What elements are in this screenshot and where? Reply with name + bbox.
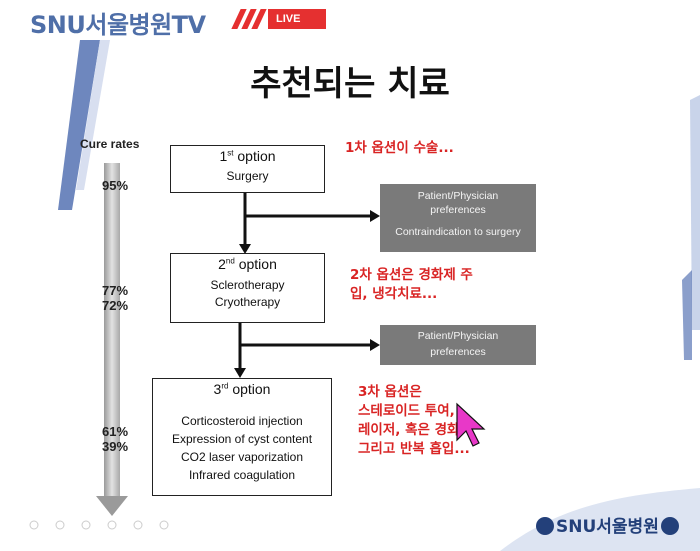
toolbar-icon[interactable] — [159, 520, 169, 530]
cure-rate-72: 72% — [102, 298, 129, 313]
cure-rate-61: 61% — [102, 424, 129, 439]
option3-line: Corticosteroid injection — [181, 414, 303, 428]
seal-icon — [660, 517, 679, 535]
side-box-preferences-contraindication: Patient/Physician preferences Contraindi… — [380, 184, 536, 252]
side1-line: Contraindication to surgery — [395, 226, 521, 238]
live-label: LIVE — [276, 13, 301, 25]
toolbar-icon[interactable] — [55, 520, 65, 530]
side2-line: Patient/Physician — [417, 330, 499, 342]
cure-rate-arrow-shaft — [104, 163, 120, 496]
slide-title: 추천되는 치료 — [250, 64, 450, 104]
cure-rate-77: 77% — [102, 283, 129, 298]
footer-wave-shape — [500, 488, 700, 551]
live-badge: LIVE — [268, 9, 356, 29]
arrowhead-right — [370, 210, 380, 222]
arrowhead-right — [370, 339, 380, 351]
option2-box: 2nd option Sclerotherapy Cryotherapy — [170, 253, 325, 323]
seal-icon — [536, 517, 554, 535]
side-box-preferences: Patient/Physician preferences — [380, 325, 536, 365]
annotation-line: 입, 냉각치료... — [350, 286, 438, 302]
annotation-line: 스테로이드 투여, — [358, 403, 455, 419]
cure-rate-39: 39% — [102, 439, 129, 454]
brand-title: SNU서울병원TV — [30, 11, 206, 39]
cure-rate-arrow-head — [96, 496, 128, 516]
option3-box: 3rd option Corticosteroid injection Expr… — [152, 378, 332, 496]
right-stripe-blue — [682, 270, 692, 360]
toolbar-icon[interactable] — [133, 520, 143, 530]
annotation-option1: 1차 옵션이 수술... — [345, 140, 454, 156]
option1-surgery: Surgery — [226, 169, 269, 183]
option3-line: CO2 laser vaporization — [180, 450, 304, 464]
cursor-icon — [456, 402, 486, 447]
toolbar-icon[interactable] — [107, 520, 117, 530]
logo-text: SNU서울병원 — [556, 517, 659, 537]
header-bar: SNU서울병원TV LIVE — [0, 0, 700, 40]
option3-line: Expression of cyst content — [171, 432, 313, 446]
arrowhead-down — [239, 244, 251, 254]
annotation-line: 그리고 반복 흡입... — [358, 441, 470, 457]
arrowhead-down — [234, 368, 246, 378]
toolbar-icon[interactable] — [29, 520, 39, 530]
option2-heading: 2nd option — [218, 256, 277, 272]
option2-line: Sclerotherapy — [210, 278, 285, 292]
left-stripe-blue — [58, 40, 100, 210]
annotation-line: 2차 옵션은 경화제 주 — [350, 267, 473, 283]
toolbar-icon[interactable] — [81, 520, 91, 530]
hospital-logo: SNU서울병원 — [536, 512, 681, 537]
option2-line: Cryotherapy — [214, 295, 281, 309]
side1-line: Patient/Physician — [417, 190, 499, 202]
option1-heading: 1st option — [219, 148, 276, 164]
cure-rates-label: Cure rates — [80, 137, 140, 151]
cure-rate-95: 95% — [102, 178, 129, 193]
side1-line: preferences — [430, 204, 486, 216]
option1-box: 1st option Surgery — [170, 145, 325, 193]
annotation-line: 3차 옵션은 — [358, 384, 422, 400]
option3-line: Infrared coagulation — [188, 468, 296, 482]
option3-heading: 3rd option — [213, 381, 271, 397]
annotation-option2: 2차 옵션은 경화제 주 입, 냉각치료... — [350, 266, 473, 304]
annotation-option3: 3차 옵션은 스테로이드 투여, 레이저, 혹은 경화, 그리고 반복 흡입..… — [358, 383, 470, 459]
left-stripe-light — [76, 40, 110, 190]
play-icon — [348, 14, 356, 24]
right-stripe — [690, 95, 700, 330]
side2-line: preferences — [430, 346, 486, 358]
annotation-line: 레이저, 혹은 경화, — [358, 422, 465, 438]
